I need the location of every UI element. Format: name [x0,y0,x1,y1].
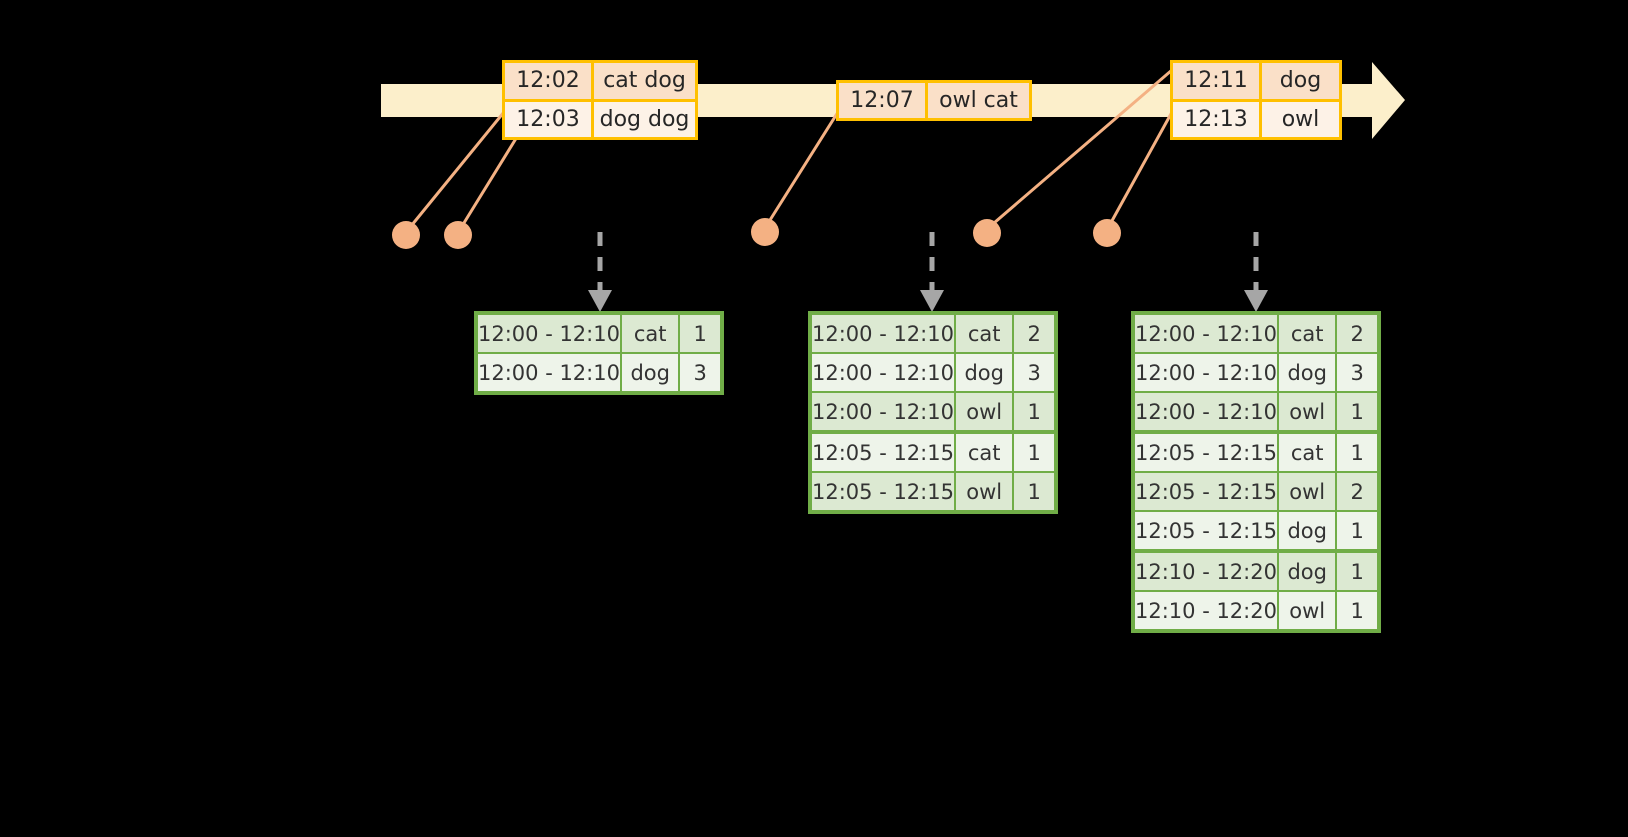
event-row[interactable]: 12:02 cat dog [505,63,695,99]
event-dot-2 [444,221,472,249]
cell-count: 2 [1337,473,1377,510]
cell-key: dog [1278,512,1338,549]
cell-window: 12:05 - 12:15 [1135,473,1279,510]
event-dot-1 [392,221,420,249]
cell-window: 12:05 - 12:15 [812,473,956,510]
dashed-arrowhead-1 [588,290,612,312]
cell-count: 3 [1014,354,1054,391]
cell-window: 12:05 - 12:15 [812,434,956,471]
event-payload: owl cat [928,83,1029,118]
event-group-1[interactable]: 12:02 cat dog 12:03 dog dog [502,60,698,140]
cell-count: 1 [680,315,720,352]
event-payload: dog [1262,63,1339,99]
cell-count: 2 [1014,315,1054,352]
event-time: 12:11 [1173,63,1262,99]
event-payload: dog dog [594,101,695,137]
cell-window: 12:00 - 12:10 [1135,354,1279,391]
cell-key: owl [1278,473,1338,510]
event-dot-3 [751,218,779,246]
event-row[interactable]: 12:03 dog dog [505,98,695,137]
timeline-arrowhead [1372,62,1405,139]
cell-count: 3 [680,354,720,391]
cell-count: 1 [1014,473,1054,510]
cell-count: 1 [1337,393,1377,430]
cell-key: cat [1278,434,1338,471]
event-row[interactable]: 12:11 dog [1173,63,1339,99]
connector-line-3 [763,110,840,230]
cell-count: 1 [1337,434,1377,471]
cell-window: 12:00 - 12:10 [812,315,956,352]
connector-line-1 [405,110,506,233]
cell-count: 1 [1337,512,1377,549]
event-time: 12:03 [505,101,594,137]
cell-count: 3 [1337,354,1377,391]
cell-window: 12:00 - 12:10 [478,354,622,391]
event-payload: owl [1262,101,1339,137]
cell-key: owl [1278,592,1338,629]
event-time: 12:02 [505,63,594,99]
connector-line-5 [1106,110,1174,230]
event-dot-5 [1093,219,1121,247]
cell-window: 12:00 - 12:10 [812,393,956,430]
event-payload: cat dog [594,63,695,99]
cell-window: 12:05 - 12:15 [1135,512,1279,549]
event-time: 12:07 [839,83,928,118]
cell-key: cat [1278,315,1338,352]
cell-key: cat [955,315,1015,352]
cell-key: cat [955,434,1015,471]
connector-line-2 [457,130,522,233]
cell-count: 2 [1337,315,1377,352]
event-group-2[interactable]: 12:07 owl cat [836,80,1032,121]
cell-key: dog [1278,553,1338,590]
cell-window: 12:10 - 12:20 [1135,592,1279,629]
cell-window: 12:10 - 12:20 [1135,553,1279,590]
cell-key: dog [1278,354,1338,391]
event-dot-4 [973,219,1001,247]
cell-key: dog [955,354,1015,391]
cell-count: 1 [1014,393,1054,430]
cell-key: dog [621,354,681,391]
cell-window: 12:00 - 12:10 [1135,393,1279,430]
cell-count: 1 [1014,434,1054,471]
cell-window: 12:05 - 12:15 [1135,434,1279,471]
cell-key: owl [955,393,1015,430]
cell-window: 12:00 - 12:10 [478,315,622,352]
event-time: 12:13 [1173,101,1262,137]
cell-key: owl [955,473,1015,510]
event-group-3[interactable]: 12:11 dog 12:13 owl [1170,60,1342,140]
cell-key: owl [1278,393,1338,430]
cell-window: 12:00 - 12:10 [1135,315,1279,352]
event-row[interactable]: 12:13 owl [1173,98,1339,137]
dashed-arrowhead-3 [1244,290,1268,312]
dashed-arrowhead-2 [920,290,944,312]
cell-count: 1 [1337,592,1377,629]
cell-window: 12:00 - 12:10 [812,354,956,391]
cell-key: cat [621,315,681,352]
cell-count: 1 [1337,553,1377,590]
event-row[interactable]: 12:07 owl cat [839,83,1029,118]
